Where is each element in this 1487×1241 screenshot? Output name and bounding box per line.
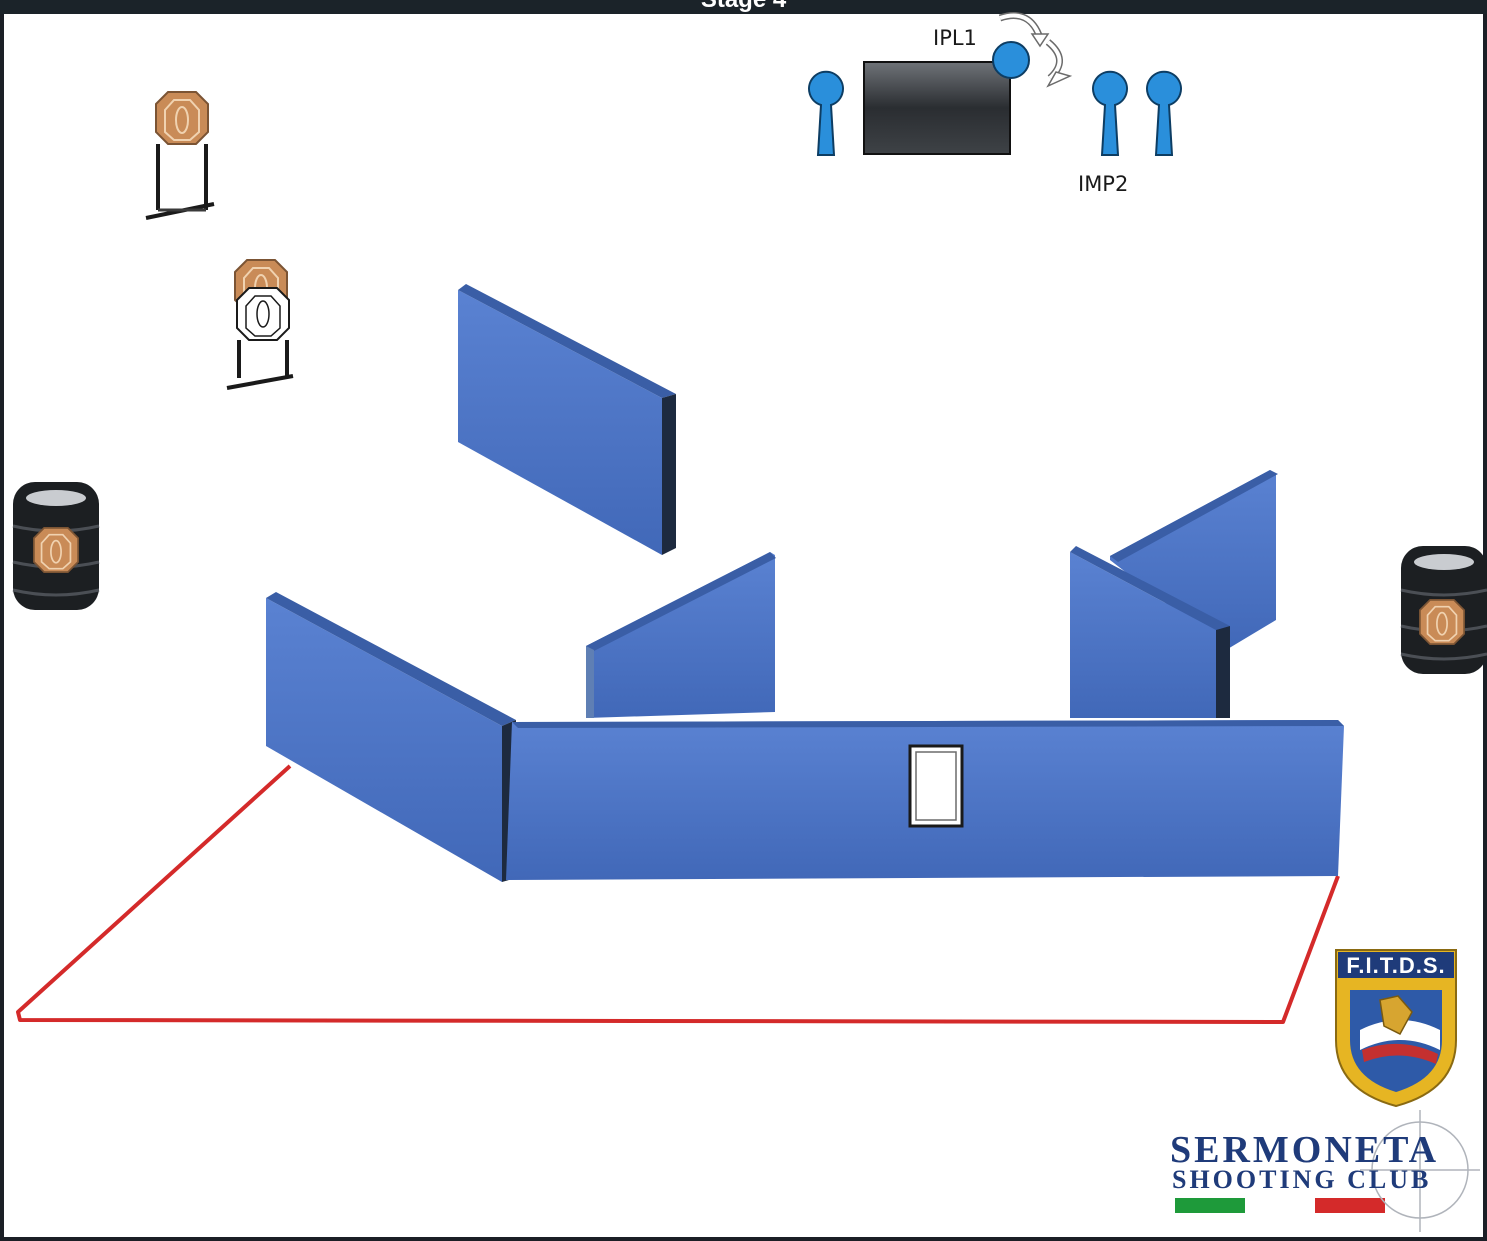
wall-icon [458, 284, 676, 555]
barrel-target-icon [1400, 546, 1487, 674]
federation-label: F.I.T.D.S. [1346, 953, 1446, 978]
wall-icon [266, 592, 516, 882]
club-name-line1: SERMONETA [1170, 1129, 1440, 1171]
popper-icon [1092, 70, 1128, 156]
wall-icon [1110, 470, 1278, 650]
swinger-plate-icon [992, 12, 1073, 88]
fault-line [16, 764, 1340, 1024]
wall-icon [1070, 546, 1230, 718]
club-flag-stripes [1175, 1198, 1385, 1213]
window-port-icon [908, 744, 964, 828]
paper-target-icon [145, 91, 215, 220]
popper-icon [1146, 70, 1182, 156]
federation-logo [1335, 949, 1457, 1108]
club-name-line2: SHOOTING CLUB [1172, 1165, 1432, 1194]
crosshair-icon [1360, 1110, 1480, 1232]
barrel-target-icon [12, 482, 100, 610]
barricade-icon [863, 61, 1011, 155]
no-shoot-target-icon [226, 259, 294, 390]
popper-label: IPL1 [933, 26, 977, 50]
mini-popper-label: IMP2 [1078, 172, 1129, 196]
header-bar: Stage 4 [0, 0, 1487, 14]
stage-title: Stage 4 [0, 0, 1487, 14]
wall-icon [586, 552, 776, 718]
popper-icon [808, 70, 844, 156]
